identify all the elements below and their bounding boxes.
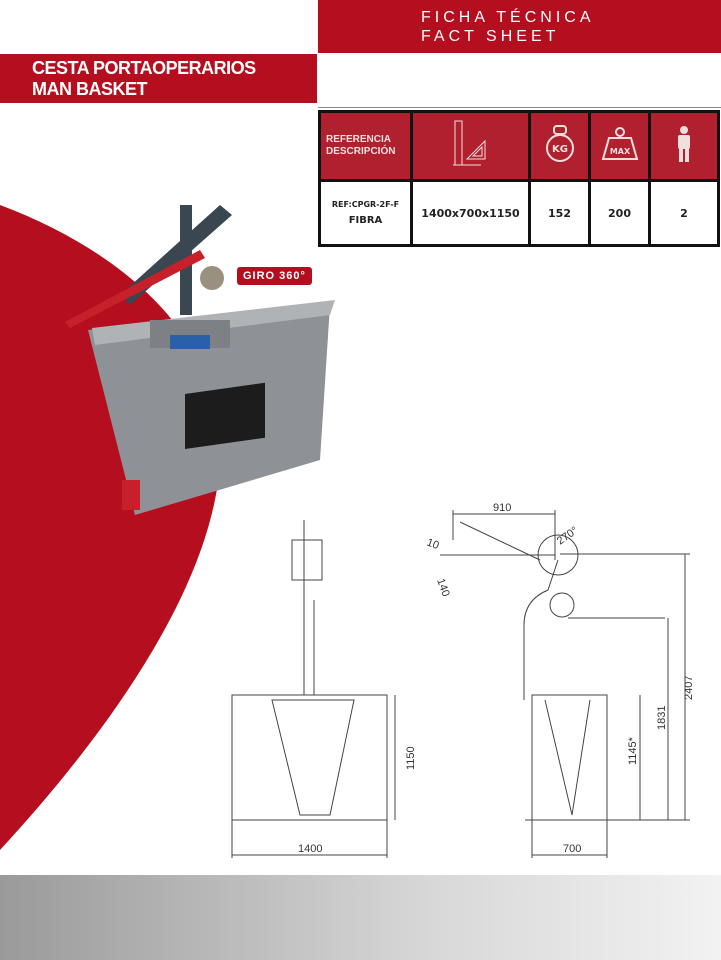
dimensions-icon bbox=[410, 110, 531, 182]
desc-label: DESCRIPCIÓN bbox=[326, 146, 396, 157]
rotation-badge: GIRO 360° bbox=[237, 267, 312, 285]
svg-text:KG: KG bbox=[552, 144, 568, 155]
footer-band bbox=[0, 875, 721, 960]
dimensions-value: 1400x700x1150 bbox=[410, 179, 531, 247]
person-icon bbox=[648, 110, 720, 182]
header-line1: FICHA TÉCNICA bbox=[421, 9, 595, 26]
weight-kg-icon: KG bbox=[528, 110, 591, 182]
header-line2: FACT SHEET bbox=[421, 28, 560, 45]
front-view-drawing bbox=[231, 520, 396, 858]
ref-cell: REF:CPGR-2F-F FIBRA bbox=[318, 179, 413, 247]
weight-value: 152 bbox=[528, 179, 591, 247]
title-line2: MAN BASKET bbox=[32, 79, 148, 99]
product-photo bbox=[65, 205, 335, 515]
title-line1: CESTA PORTAOPERARIOS bbox=[32, 58, 256, 78]
product-title: CESTA PORTAOPERARIOS MAN BASKET bbox=[0, 54, 317, 103]
side-view-drawing bbox=[440, 510, 690, 858]
max-load-icon: MAX bbox=[588, 110, 651, 182]
ref-label: REFERENCIA bbox=[326, 134, 392, 145]
svg-text:MAX: MAX bbox=[609, 147, 630, 156]
material-value: FIBRA bbox=[348, 215, 383, 226]
divider bbox=[318, 107, 721, 108]
fact-sheet-header: FICHA TÉCNICA FACT SHEET bbox=[318, 0, 721, 53]
persons-value: 2 bbox=[648, 179, 720, 247]
max-load-value: 200 bbox=[588, 179, 651, 247]
ref-value: REF:CPGR-2F-F bbox=[331, 200, 400, 209]
spec-row: REF:CPGR-2F-F FIBRA 1400x700x1150 152 200… bbox=[318, 179, 720, 247]
